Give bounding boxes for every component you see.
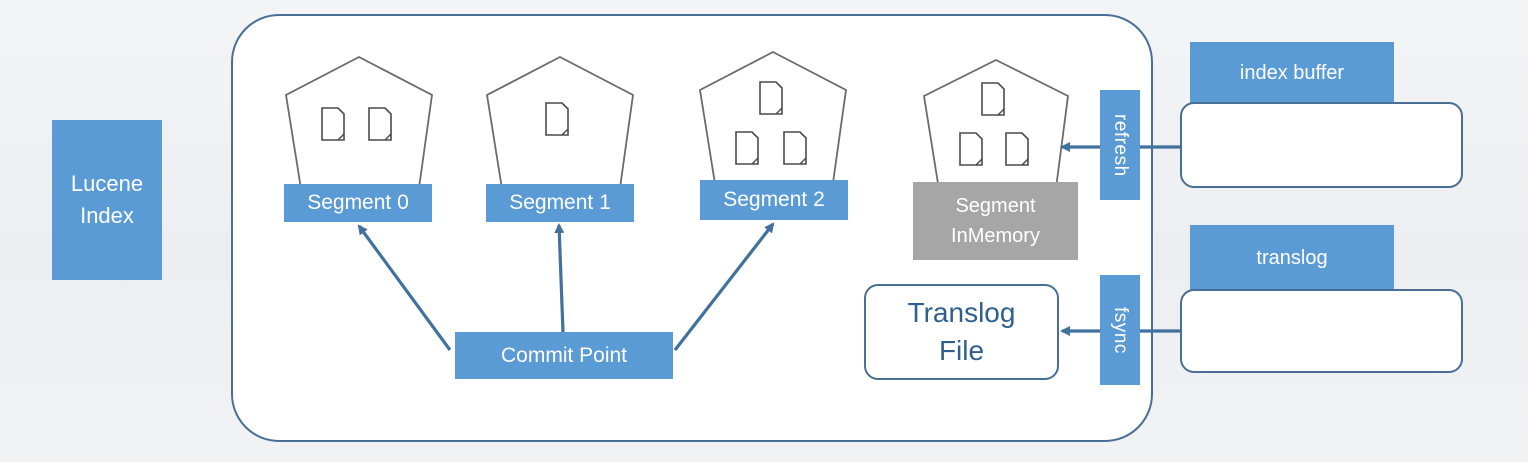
translog-file-line1: Translog xyxy=(907,297,1016,328)
commit-to-segment-1-arrow xyxy=(554,223,565,333)
translog-text: translog xyxy=(1256,246,1328,269)
segment-0-label-text: Segment 0 xyxy=(307,191,409,214)
segment-1-shape xyxy=(486,55,634,196)
refresh-label: refresh xyxy=(1100,90,1140,200)
document-icon xyxy=(981,82,1005,116)
translog-file-box: Translog File xyxy=(864,284,1059,380)
index-buffer-text: index buffer xyxy=(1239,61,1345,84)
in-memory-segment-line1: Segment xyxy=(955,195,1036,217)
segment-0-shape xyxy=(285,55,433,196)
segment-1-label-text: Segment 1 xyxy=(509,191,611,214)
fsync-text: fsync xyxy=(1110,306,1131,354)
commit-to-segment-0-arrow xyxy=(357,224,452,351)
lucene-index-line2: Index xyxy=(80,203,134,228)
document-icon xyxy=(759,81,783,115)
lucene-index-label: Lucene Index xyxy=(52,120,162,280)
in-memory-segment-label: Segment InMemory xyxy=(913,182,1078,260)
document-icon xyxy=(1005,132,1029,166)
segment-1-label: Segment 1 xyxy=(486,184,634,222)
commit-to-segment-2-arrow xyxy=(673,222,775,351)
index-buffer-label: index buffer xyxy=(1190,42,1394,104)
document-icon xyxy=(321,107,345,141)
lucene-index-line1: Lucene xyxy=(70,171,144,196)
translog-box xyxy=(1180,289,1463,373)
document-icon xyxy=(368,107,392,141)
document-icon xyxy=(735,131,759,165)
segment-2-shape xyxy=(699,50,847,191)
in-memory-segment-line2: InMemory xyxy=(951,225,1040,247)
commit-point-text: Commit Point xyxy=(500,343,628,367)
translog-label: translog xyxy=(1190,225,1394,291)
segment-2-label-text: Segment 2 xyxy=(723,188,825,211)
translog-file-line2: File xyxy=(938,335,985,366)
commit-point-label: Commit Point xyxy=(455,332,673,379)
index-buffer-box xyxy=(1180,102,1463,188)
segment-2-label: Segment 2 xyxy=(700,180,848,220)
document-icon xyxy=(545,102,569,136)
fsync-label: fsync xyxy=(1100,275,1140,385)
document-icon xyxy=(959,132,983,166)
in-memory-segment-shape xyxy=(923,58,1069,197)
refresh-text: refresh xyxy=(1110,113,1131,177)
segment-0-label: Segment 0 xyxy=(284,184,432,222)
document-icon xyxy=(783,131,807,165)
